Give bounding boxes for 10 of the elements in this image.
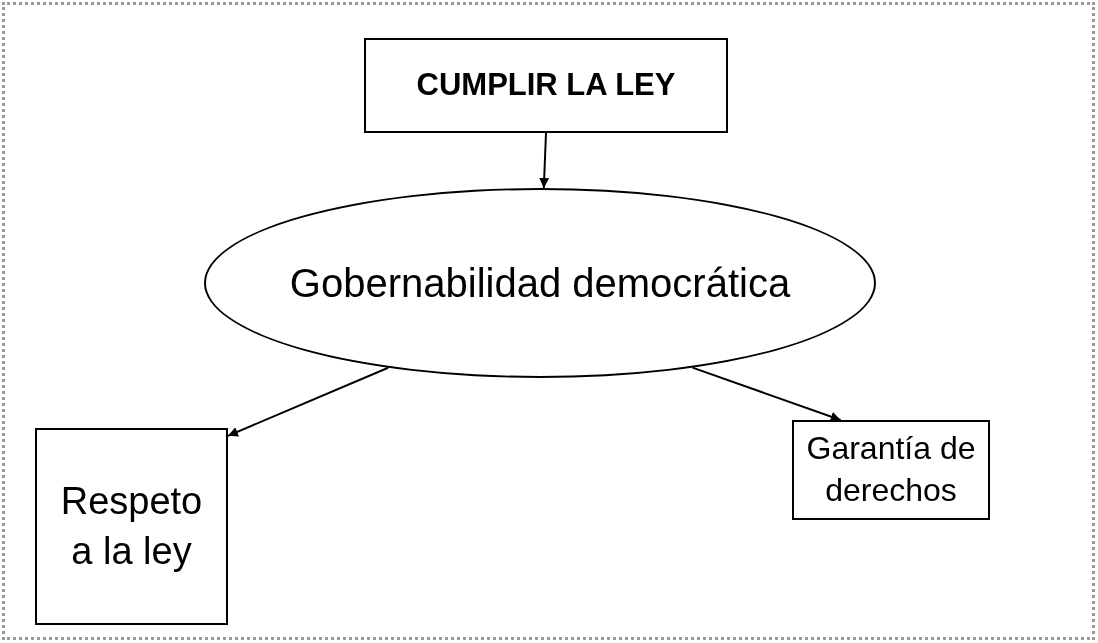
node-label: CUMPLIR LA LEY (416, 66, 676, 105)
arrow (539, 132, 550, 189)
title-box (364, 38, 728, 133)
concept-box (35, 428, 228, 625)
node-label: Garantía de derechos (805, 429, 977, 510)
arrow (227, 366, 390, 437)
arrow (691, 366, 842, 422)
node-label: Gobernabilidad democrática (289, 260, 791, 307)
concept-box (792, 420, 990, 520)
node-label: Respeto a la ley (59, 479, 204, 574)
